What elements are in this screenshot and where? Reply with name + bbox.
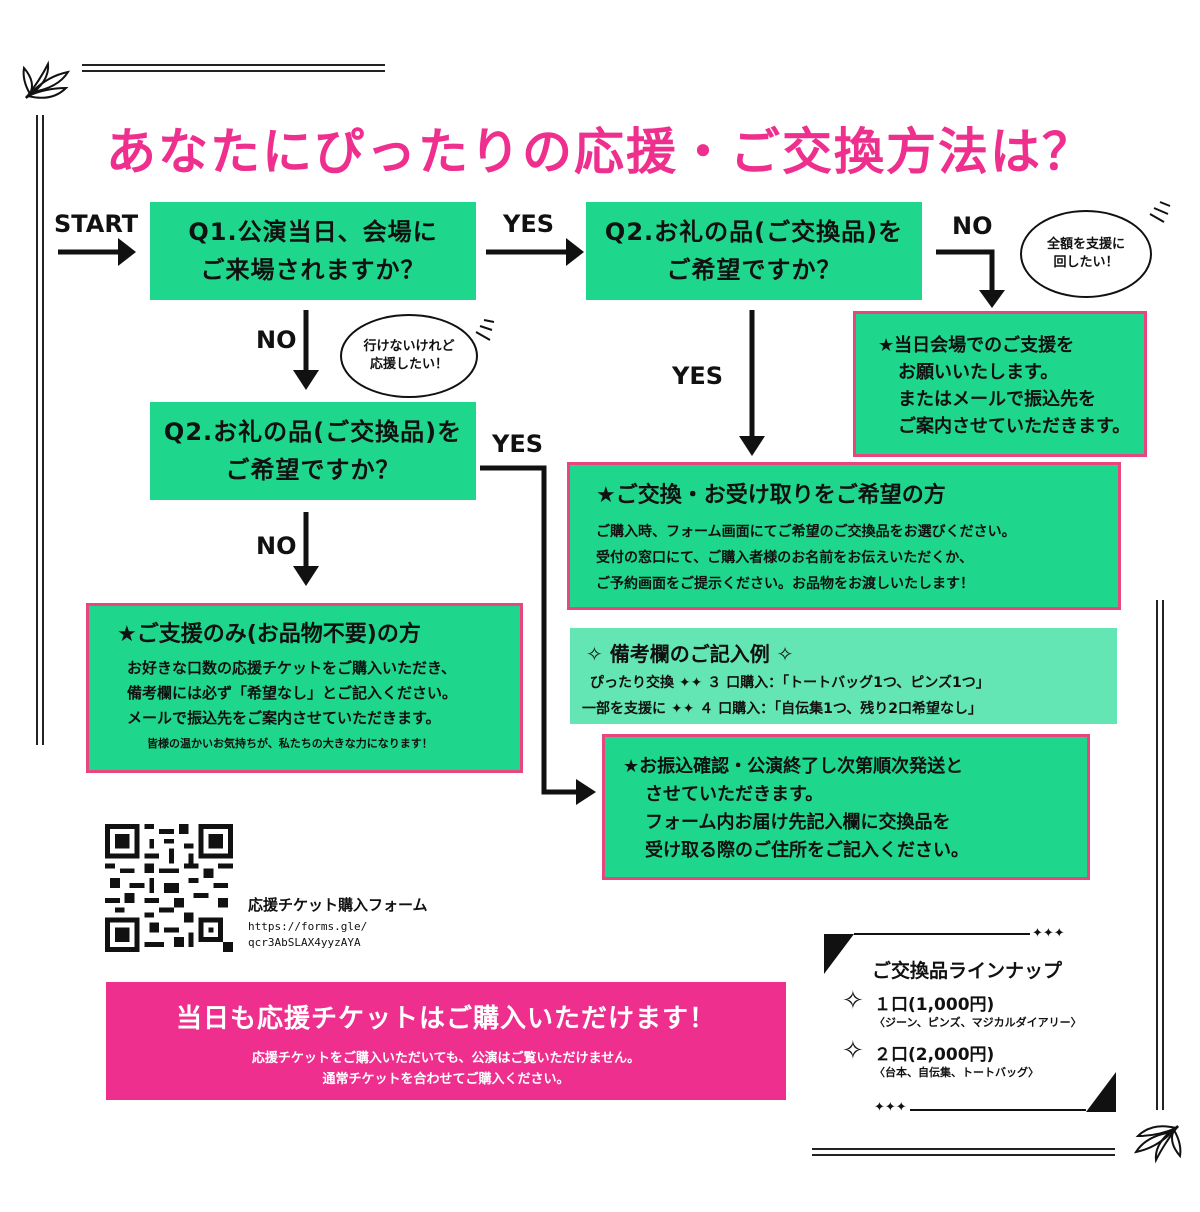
exchange-line3: ご予約画面をご提示ください。お品物をお渡しいたします！ xyxy=(596,576,974,592)
banner-sub1: 応援チケットをご購入いただいても、公演はご覧いただけません。 xyxy=(251,1051,641,1066)
speech-bubble-left: 行けないけれど 応援したい！ xyxy=(340,314,478,398)
form-url-line1[interactable]: https://forms.gle/ xyxy=(248,920,368,933)
form-url-line2[interactable]: qcr3AbSLAX4yyzAYA xyxy=(248,936,361,949)
result-support-only: ★ご支援のみ(お品物不要)の方 お好きな口数の応援チケットをご購入いただき、 備… xyxy=(86,603,523,773)
frame-line-left xyxy=(36,115,38,745)
support-line3: メールで振込先をご案内させていただきます。 xyxy=(127,709,441,727)
notes-line1: ぴったり交換 ✦✦ ３ 口購入：「トートバッグ1つ、ピンズ1つ」 xyxy=(590,675,990,691)
qr-code[interactable] xyxy=(104,824,234,952)
support-line4: 皆様の温かいお気持ちが、私たちの大きな力になります！ xyxy=(147,737,433,750)
banner-sub2: 通常チケットを合わせてご購入ください。 xyxy=(322,1072,570,1087)
ship-line4: 受け取る際のご住所をご記入ください。 xyxy=(645,840,969,861)
leaf-icon-bottom xyxy=(1133,1125,1182,1164)
bubble-left-line1: 行けないけれど xyxy=(363,339,455,354)
bubble-top-line2: 回したい！ xyxy=(1053,255,1119,270)
lineup-item2-sub: 〈台本、自伝集、トートバッグ〉 xyxy=(874,1066,1039,1079)
question-q2-top: Q2.お礼の品(ご交換品)を ご希望ですか？ xyxy=(586,202,922,300)
no-label-q1: NO xyxy=(256,326,297,354)
frame-line-right-2 xyxy=(1162,600,1164,1110)
leaf-icon xyxy=(22,60,71,99)
sparkle-icon-2: ✧ xyxy=(842,1036,864,1066)
result-exchange: ★ご交換・お受け取りをご希望の方 ご購入時、フォーム画面にてご希望のご交換品をお… xyxy=(567,462,1121,610)
lineup-item1-sub: 〈ジーン、ピンズ、マジカルダイアリー〉 xyxy=(874,1016,1082,1029)
lineup-panel: ✦✦✦ ✦✦✦ ご交換品ラインナップ ✧ １口(1,000円) 〈ジーン、ピンズ… xyxy=(820,926,1120,1118)
result-shipping: ★お振込確認・公演終了し次第順次発送と させていただきます。 フォーム内お届け先… xyxy=(602,734,1090,880)
ship-line2: させていただきます。 xyxy=(645,784,824,805)
q2-top-line1: Q2.お礼の品(ご交換品)を xyxy=(604,218,904,246)
frame-line-left-2 xyxy=(42,115,44,745)
exchange-heading: ★ご交換・お受け取りをご希望の方 xyxy=(596,483,946,508)
frame-line-top-2 xyxy=(82,70,385,72)
lineup-title: ご交換品ラインナップ xyxy=(872,960,1063,982)
ship-line3: フォーム内お届け先記入欄に交換品を xyxy=(645,812,951,833)
frame-line-top xyxy=(82,64,385,66)
support-line2: 備考欄には必ず「希望なし」とご記入ください。 xyxy=(127,684,458,702)
no-label-q2left: NO xyxy=(256,532,297,560)
q2-left-line2: ご希望ですか？ xyxy=(225,456,401,484)
notice-banner: 当日も応援チケットはご購入いただけます！ 応援チケットをご購入いただいても、公演… xyxy=(106,982,786,1100)
notes-line2: 一部を支援に ✦✦ ４ 口購入：「自伝集1つ、残り2口希望なし」 xyxy=(582,701,983,717)
lineup-corner-decoration xyxy=(824,933,1116,1112)
support-heading: ★ご支援のみ(お品物不要)の方 xyxy=(117,622,421,647)
q2-left-line1: Q2.お礼の品(ご交換品)を xyxy=(163,418,463,446)
form-label: 応援チケット購入フォーム xyxy=(248,896,428,914)
speech-bubble-top: 全額を支援に 回したい！ xyxy=(1020,210,1152,298)
exchange-line2: 受付の窓口にて、ご購入者様のお名前をお伝えいただくか、 xyxy=(596,550,974,566)
q1-line2: ご来場されますか？ xyxy=(200,256,426,284)
notes-heading: ✧ 備考欄のご記入例 ✧ xyxy=(586,642,794,666)
qr-code-image xyxy=(105,824,233,952)
venue-line2: お願いいたします。 xyxy=(898,362,1059,383)
frame-line-bottom-2 xyxy=(812,1154,1115,1156)
frame-line-bottom xyxy=(812,1148,1115,1150)
venue-line3: またはメールで振込先を xyxy=(898,389,1096,410)
bubble-left-line2: 応援したい！ xyxy=(369,357,448,372)
sparkle-icon: ✧ xyxy=(842,986,864,1016)
venue-line1: ★当日会場でのご支援を xyxy=(878,335,1075,356)
page-title: あなたにぴったりの応援・ご交換方法は？ xyxy=(106,123,1094,181)
yes-label-q2left: YES xyxy=(492,430,544,458)
question-q1: Q1.公演当日、会場に ご来場されますか？ xyxy=(150,202,476,300)
question-q2-left: Q2.お礼の品(ご交換品)を ご希望ですか？ xyxy=(150,402,476,500)
banner-main: 当日も応援チケットはご購入いただけます！ xyxy=(175,1004,716,1034)
yes-label-top: YES xyxy=(503,210,555,238)
frame-line-right xyxy=(1156,600,1158,1110)
exchange-line1: ご購入時、フォーム画面にてご希望のご交換品をお選びください。 xyxy=(596,524,1016,540)
q1-line1: Q1.公演当日、会場に xyxy=(188,218,438,246)
result-venue-support: ★当日会場でのご支援を お願いいたします。 またはメールで振込先を ご案内させて… xyxy=(853,311,1147,457)
yes-label-q2top: YES xyxy=(672,362,724,390)
notes-example-box: ✧ 備考欄のご記入例 ✧ ぴったり交換 ✦✦ ３ 口購入：「トートバッグ1つ、ピ… xyxy=(570,628,1117,724)
venue-line4: ご案内させていただきます。 xyxy=(898,416,1131,437)
support-line1: お好きな口数の応援チケットをご購入いただき、 xyxy=(127,659,456,677)
ship-line1: ★お振込確認・公演終了し次第順次発送と xyxy=(623,756,964,777)
lineup-item1: １口(1,000円) xyxy=(874,995,995,1015)
lineup-stars-top: ✦✦✦ xyxy=(1032,926,1065,941)
lineup-item2: ２口(2,000円) xyxy=(874,1045,995,1065)
lineup-stars-bottom: ✦✦✦ xyxy=(874,1100,907,1115)
start-label: START xyxy=(54,210,139,238)
no-label-right: NO xyxy=(952,212,993,240)
bubble-top-line1: 全額を支援に xyxy=(1046,237,1125,252)
q2-top-line2: ご希望ですか？ xyxy=(666,256,842,284)
